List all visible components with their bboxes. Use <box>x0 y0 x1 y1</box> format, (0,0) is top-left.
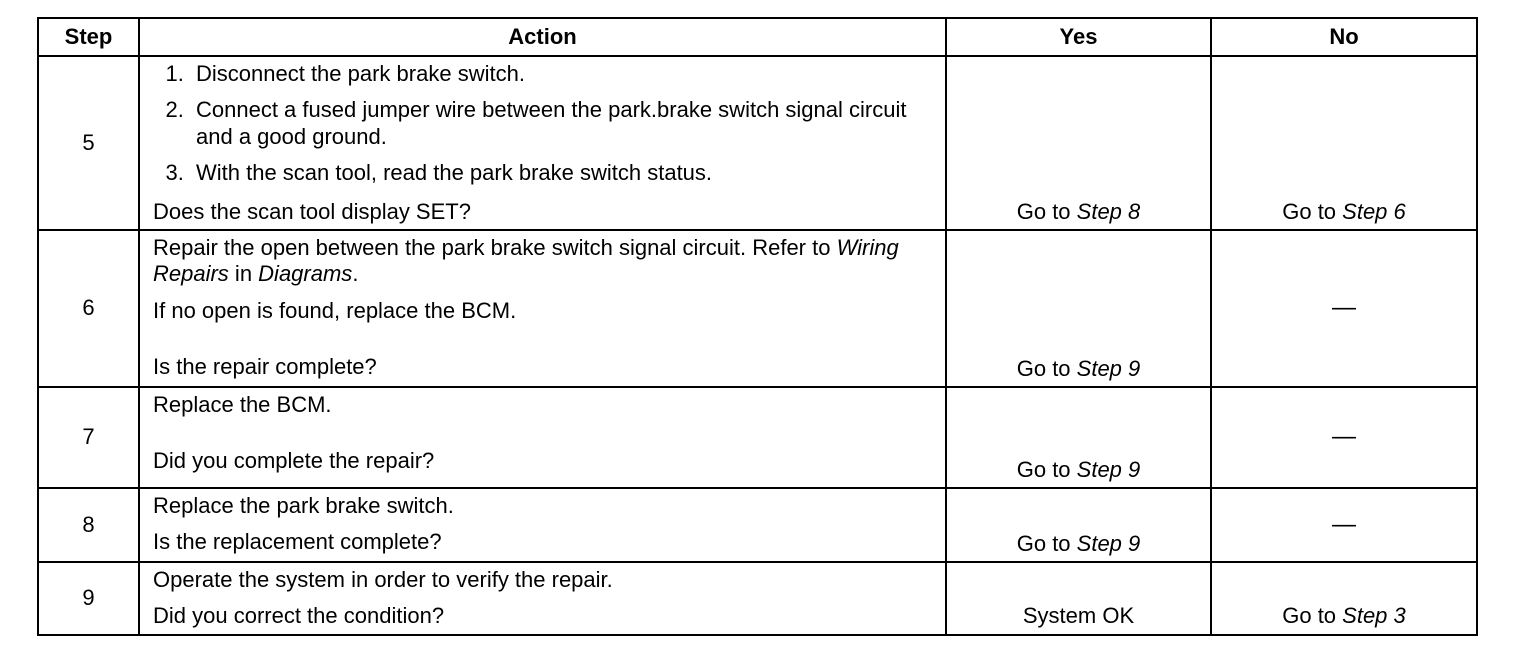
list-item: Connect a fused jumper wire between the … <box>190 97 933 150</box>
question-text: Did you complete the repair? <box>153 448 435 474</box>
yes-cell: Go to Step 8 <box>945 55 1212 231</box>
list-item: Disconnect the park brake switch. <box>190 61 933 87</box>
action-text: Operate the system in order to verify th… <box>153 566 613 592</box>
step-number: 6 <box>37 228 140 388</box>
list-item: With the scan tool, read the park brake … <box>190 160 933 186</box>
no-cell: — <box>1210 385 1478 489</box>
table-row: 6 Repair the open between the park brake… <box>37 228 1478 388</box>
step-number: 7 <box>37 385 140 489</box>
action-text: Repair the open between the park brake s… <box>153 234 899 287</box>
header-step: Step <box>37 17 140 57</box>
no-cell: — <box>1210 486 1478 563</box>
step-reference: Step 9 <box>1076 456 1141 482</box>
yes-cell: Go to Step 9 <box>945 385 1212 489</box>
no-cell: Go to Step 6 <box>1210 55 1478 231</box>
question-text: Did you correct the condition? <box>153 603 445 629</box>
reference-wiring-repairs: Wiring Repairs <box>153 234 899 287</box>
no-cell: — <box>1210 228 1478 388</box>
no-cell: Go to Step 3 <box>1210 560 1478 636</box>
question-text: Is the repair complete? <box>153 354 377 380</box>
step-number: 8 <box>37 486 140 563</box>
question-text: Does the scan tool display SET? <box>153 198 471 224</box>
no-prefix: Go to <box>1282 198 1343 224</box>
diagnostic-table: Step Action Yes No 5 Disconnect the park… <box>37 17 1478 636</box>
action-list: Disconnect the park brake switch. Connec… <box>153 61 933 187</box>
step-number: 5 <box>37 55 140 231</box>
no-prefix: Go to <box>1282 603 1343 629</box>
step-number: 9 <box>37 560 140 636</box>
yes-prefix: Go to <box>1016 530 1077 556</box>
header-yes: Yes <box>945 17 1212 57</box>
question-text: Is the replacement complete? <box>153 529 442 555</box>
step-reference: Step 9 <box>1076 355 1141 381</box>
yes-cell: System OK <box>945 560 1212 636</box>
table-row: 5 Disconnect the park brake switch. Conn… <box>37 55 1478 231</box>
reference-diagrams: Diagrams <box>258 261 353 287</box>
step-reference: Step 6 <box>1342 198 1406 224</box>
action-text: If no open is found, replace the BCM. <box>153 297 517 323</box>
yes-prefix: Go to <box>1016 355 1077 381</box>
action-cell: Disconnect the park brake switch. Connec… <box>138 55 947 231</box>
action-text: Replace the park brake switch. <box>153 492 454 518</box>
step-reference: Step 3 <box>1342 603 1406 629</box>
yes-prefix: Go to <box>1016 198 1077 224</box>
action-cell: Replace the park brake switch. Is the re… <box>138 486 947 563</box>
yes-cell: Go to Step 9 <box>945 228 1212 388</box>
yes-prefix: Go to <box>1016 456 1077 482</box>
table-row: 9 Operate the system in order to verify … <box>37 560 1478 636</box>
action-cell: Replace the BCM. Did you complete the re… <box>138 385 947 489</box>
table-row: 7 Replace the BCM. Did you complete the … <box>37 385 1478 489</box>
step-reference: Step 9 <box>1076 530 1141 556</box>
header-row: Step Action Yes No <box>37 17 1478 57</box>
action-cell: Operate the system in order to verify th… <box>138 560 947 636</box>
action-cell: Repair the open between the park brake s… <box>138 228 947 388</box>
header-no: No <box>1210 17 1478 57</box>
header-action: Action <box>138 17 947 57</box>
table-row: 8 Replace the park brake switch. Is the … <box>37 486 1478 563</box>
step-reference: Step 8 <box>1076 198 1141 224</box>
yes-cell: Go to Step 9 <box>945 486 1212 563</box>
action-text: Replace the BCM. <box>153 391 332 417</box>
